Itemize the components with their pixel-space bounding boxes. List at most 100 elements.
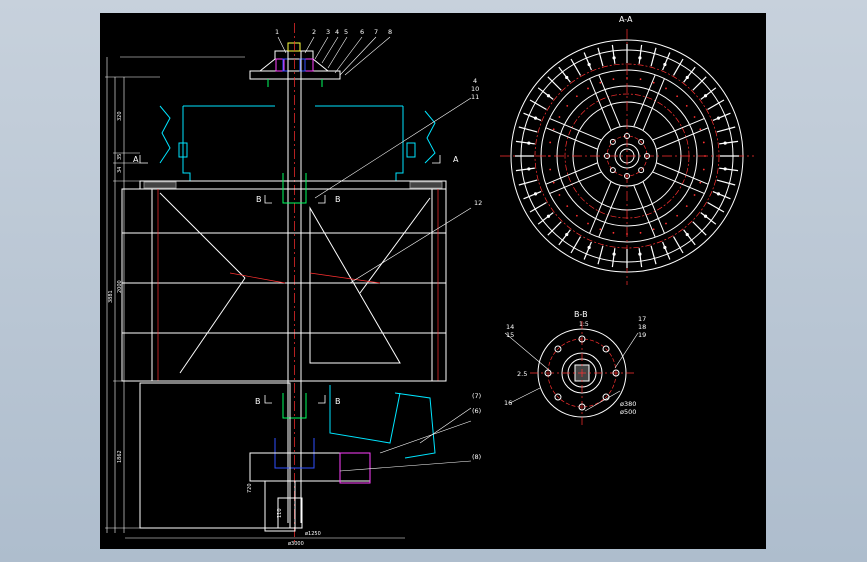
text-labels: A-A B-B 1:5 1 2 3 4 5 6 7 8 4 10 11 12 (… — [133, 15, 646, 547]
marker-a-left: A — [133, 155, 139, 164]
section-bb-view — [530, 321, 634, 425]
aa-bolt-hole — [546, 214, 551, 218]
callout-7: 7 — [374, 28, 378, 36]
aa-rim-tick — [570, 236, 582, 254]
aa-spoke-line — [549, 171, 602, 194]
aa-rim-tick — [523, 191, 542, 200]
aa-rim-hole — [626, 77, 628, 79]
aa-rim-tick — [515, 167, 535, 172]
aa-rim-hole — [599, 81, 602, 84]
callout-bb-17: 17 — [638, 315, 646, 323]
aa-rim-tick — [583, 52, 592, 71]
marker-a-right: A — [453, 155, 459, 164]
aa-bolt-hole — [663, 62, 667, 67]
dim-left-middle: 2000 — [117, 280, 123, 293]
aa-bolt-hole — [685, 75, 689, 80]
section-marker-lines — [139, 155, 441, 404]
aa-rim-tick — [638, 248, 643, 268]
dim-left-small2: 34 — [117, 167, 123, 173]
aa-rim-hole — [587, 87, 589, 90]
marker-b-upper-right: B — [335, 195, 341, 204]
aa-rim-hole — [693, 116, 696, 118]
aa-bolt-hole — [723, 167, 727, 171]
aa-rim-tick — [707, 99, 725, 111]
aa-bolt-holes — [527, 56, 727, 256]
aa-rim-hole — [685, 205, 688, 208]
section-bb-scale: 1:5 — [579, 321, 589, 328]
aa-rim-hole — [699, 181, 702, 184]
aa-bolt-hole — [716, 116, 721, 120]
aa-spoke-line — [549, 118, 602, 141]
callout-8: 8 — [388, 28, 392, 36]
dim-inner-small: 110 — [277, 508, 283, 518]
aa-hub-hole — [624, 133, 630, 139]
callout-paren-6: (6) — [472, 407, 481, 415]
aa-spoke-line — [652, 171, 705, 194]
aa-rim-ticks — [515, 44, 739, 268]
aa-rim-hole — [548, 155, 550, 157]
aa-rim-tick — [692, 76, 707, 91]
aa-rim-tick — [523, 112, 542, 121]
aa-rim-hole — [599, 228, 602, 231]
aa-spoke-line — [598, 74, 621, 127]
bb-bolt-hole — [554, 345, 562, 353]
dim-bb-2-5: 2.5 — [517, 370, 527, 378]
aa-rim-hole — [626, 233, 628, 235]
aa-rim-tick — [515, 140, 535, 145]
aa-rim-hole — [676, 214, 679, 217]
bb-bolt-hole — [578, 403, 586, 411]
aa-spokes — [545, 74, 709, 238]
callout-right-11: 11 — [471, 93, 479, 101]
section-aa-view — [500, 29, 754, 285]
aa-rim-tick — [683, 229, 696, 246]
aa-rim-hole — [702, 168, 705, 171]
callout-bb-16: 16 — [504, 399, 512, 407]
dim-bottom-outer: ø3000 — [288, 541, 304, 547]
dim-left-upper: 320 — [117, 111, 123, 121]
aa-rim-tick — [719, 167, 739, 172]
callout-2: 2 — [312, 28, 316, 36]
lower-base — [139, 382, 371, 532]
aa-bolt-hole — [663, 245, 667, 250]
bb-bolt-hole — [612, 369, 620, 377]
marker-b-lower-right: B — [335, 397, 341, 406]
aa-bolt-hole — [716, 192, 721, 196]
left-dimension-lines — [105, 56, 405, 539]
callout-right-12: 12 — [474, 199, 482, 207]
aa-spoke-line — [598, 185, 621, 238]
aa-bolt-hole — [685, 232, 689, 237]
aa-bolt-hole — [565, 75, 569, 80]
aa-rim-tick — [537, 212, 554, 225]
callout-right-4: 4 — [473, 77, 477, 85]
aa-rim-hole — [549, 141, 552, 144]
callout-right-10: 10 — [471, 85, 479, 93]
drawing-sheet[interactable]: A-A B-B 1:5 1 2 3 4 5 6 7 8 4 10 11 12 (… — [100, 13, 766, 549]
aa-rim-tick — [672, 236, 684, 254]
aa-bolt-hole — [612, 252, 616, 256]
aa-rim-tick — [700, 212, 717, 225]
aa-rim-tick — [597, 47, 604, 67]
cad-drawing: A-A B-B 1:5 1 2 3 4 5 6 7 8 4 10 11 12 (… — [105, 15, 754, 547]
aa-hub-hole — [609, 167, 616, 174]
dim-bb-d380: ø380 — [620, 400, 636, 408]
aa-rim-hole — [702, 141, 705, 144]
aa-bolt-hole — [587, 245, 591, 250]
marker-b-upper-left: B — [256, 195, 262, 204]
aa-rim-tick — [683, 66, 696, 83]
aa-rim-tick — [529, 201, 547, 213]
aa-bolt-hole — [533, 192, 538, 196]
lower-vanes — [329, 385, 436, 459]
aa-bolt-hole — [527, 167, 531, 171]
front-section-view — [105, 23, 447, 543]
aa-rim-hole — [676, 95, 679, 98]
aa-bolt-hole — [703, 94, 708, 98]
aa-rim-hole — [665, 87, 667, 90]
aa-rim-hole — [685, 104, 688, 107]
callout-leaders — [277, 36, 639, 472]
section-aa-title: A-A — [619, 15, 633, 24]
aa-hub-hole — [609, 138, 616, 145]
aa-rim-hole — [652, 228, 655, 231]
callout-5: 5 — [344, 28, 348, 36]
aa-rim-tick — [547, 76, 562, 91]
